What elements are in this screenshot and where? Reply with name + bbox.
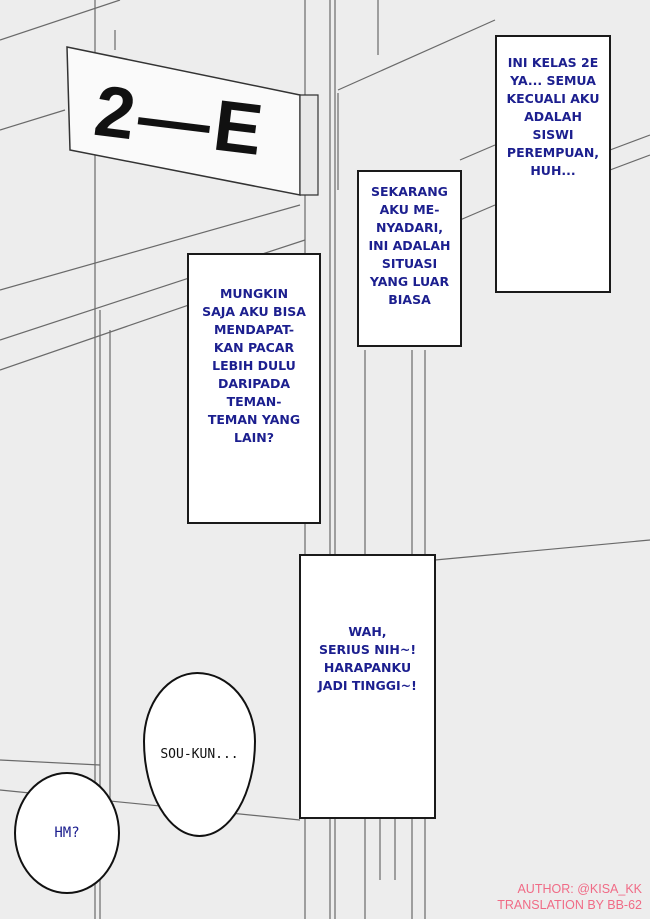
- speech-bubble-sou-kun: SOU-KUN...: [143, 672, 256, 837]
- caption-box-2: SEKARANG AKU ME- NYADARI, INI ADALAH SIT…: [357, 170, 462, 347]
- author-credit: AUTHOR: @KISA_KK: [517, 882, 642, 896]
- caption-box-1: INI KELAS 2E YA... SEMUA KECUALI AKU ADA…: [495, 35, 611, 293]
- caption-box-4: WAH, SERIUS NIH~! HARAPANKU JADI TINGGI~…: [299, 554, 436, 819]
- speech-bubble-hm: HM?: [14, 772, 120, 894]
- bubble-text: SOU-KUN...: [160, 747, 239, 762]
- bubble-text: HM?: [54, 825, 80, 841]
- caption-box-3: MUNGKIN SAJA AKU BISA MENDAPAT- KAN PACA…: [187, 253, 321, 524]
- caption-text: INI KELAS 2E YA... SEMUA KECUALI AKU ADA…: [506, 54, 600, 178]
- credits: AUTHOR: @KISA_KK TRANSLATION BY BB-62: [497, 881, 642, 913]
- translation-credit: TRANSLATION BY BB-62: [497, 898, 642, 912]
- caption-text: SEKARANG AKU ME- NYADARI, INI ADALAH SIT…: [368, 184, 451, 307]
- caption-text: MUNGKIN SAJA AKU BISA MENDAPAT- KAN PACA…: [202, 286, 306, 445]
- caption-text: WAH, SERIUS NIH~! HARAPANKU JADI TINGGI~…: [318, 624, 417, 693]
